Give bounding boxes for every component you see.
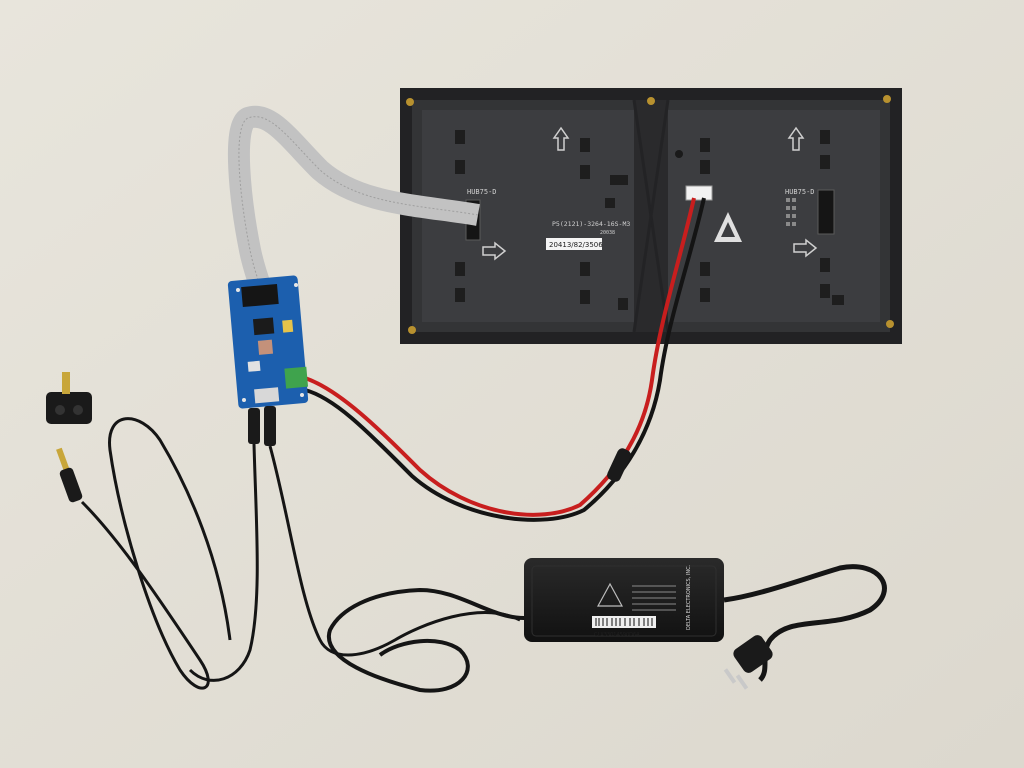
up-arrow-icon: [552, 126, 570, 151]
adapter-brand-text: DELTA ELECTRONICS, INC.: [686, 564, 692, 630]
black-power-wire: [304, 197, 706, 522]
controller-board: [227, 275, 309, 409]
red-power-wire: [304, 197, 696, 517]
ac-mains-cable: [723, 564, 887, 682]
brass-insert: [408, 326, 416, 334]
ac-plug: [723, 635, 773, 690]
panel-sticker: [546, 238, 602, 250]
power-connector: [685, 185, 713, 201]
up-arrow-icon: [787, 126, 805, 151]
brass-insert: [406, 98, 414, 106]
brass-insert: [647, 97, 655, 105]
panel-sticker-text: 20413/82/3506: [549, 241, 603, 249]
audio-splitter-adapter: [46, 372, 92, 424]
hub75-output-connector: [817, 189, 835, 235]
board-cable-left: [188, 443, 259, 682]
connector-label-right: HUB75-D: [785, 188, 815, 196]
adapter-barcode: [592, 616, 656, 628]
adapter-barcode-text: CLX33014590D64: [594, 632, 639, 638]
board-hub75-header: [241, 283, 279, 308]
led-matrix-panel: HUB75-D HUB75-D P5(2121)-3264-16S-M3 200…: [400, 88, 902, 344]
power-adapter: DELTA ELECTRONICS, INC. CLX33014590D64: [524, 558, 724, 642]
panel-small-code: 20038: [600, 230, 615, 236]
right-arrow-icon: [793, 238, 818, 258]
connector-label-left: HUB75-D: [467, 188, 497, 196]
brass-insert: [886, 320, 894, 328]
warning-triangle-icon: [596, 582, 624, 607]
screw-terminal: [284, 366, 309, 389]
audio-cable: [56, 417, 232, 690]
dc-output-cable: [326, 587, 525, 693]
panel-part-number: P5(2121)-3264-16S-M3: [552, 220, 630, 228]
right-arrow-icon: [482, 241, 507, 261]
brass-insert: [883, 95, 891, 103]
